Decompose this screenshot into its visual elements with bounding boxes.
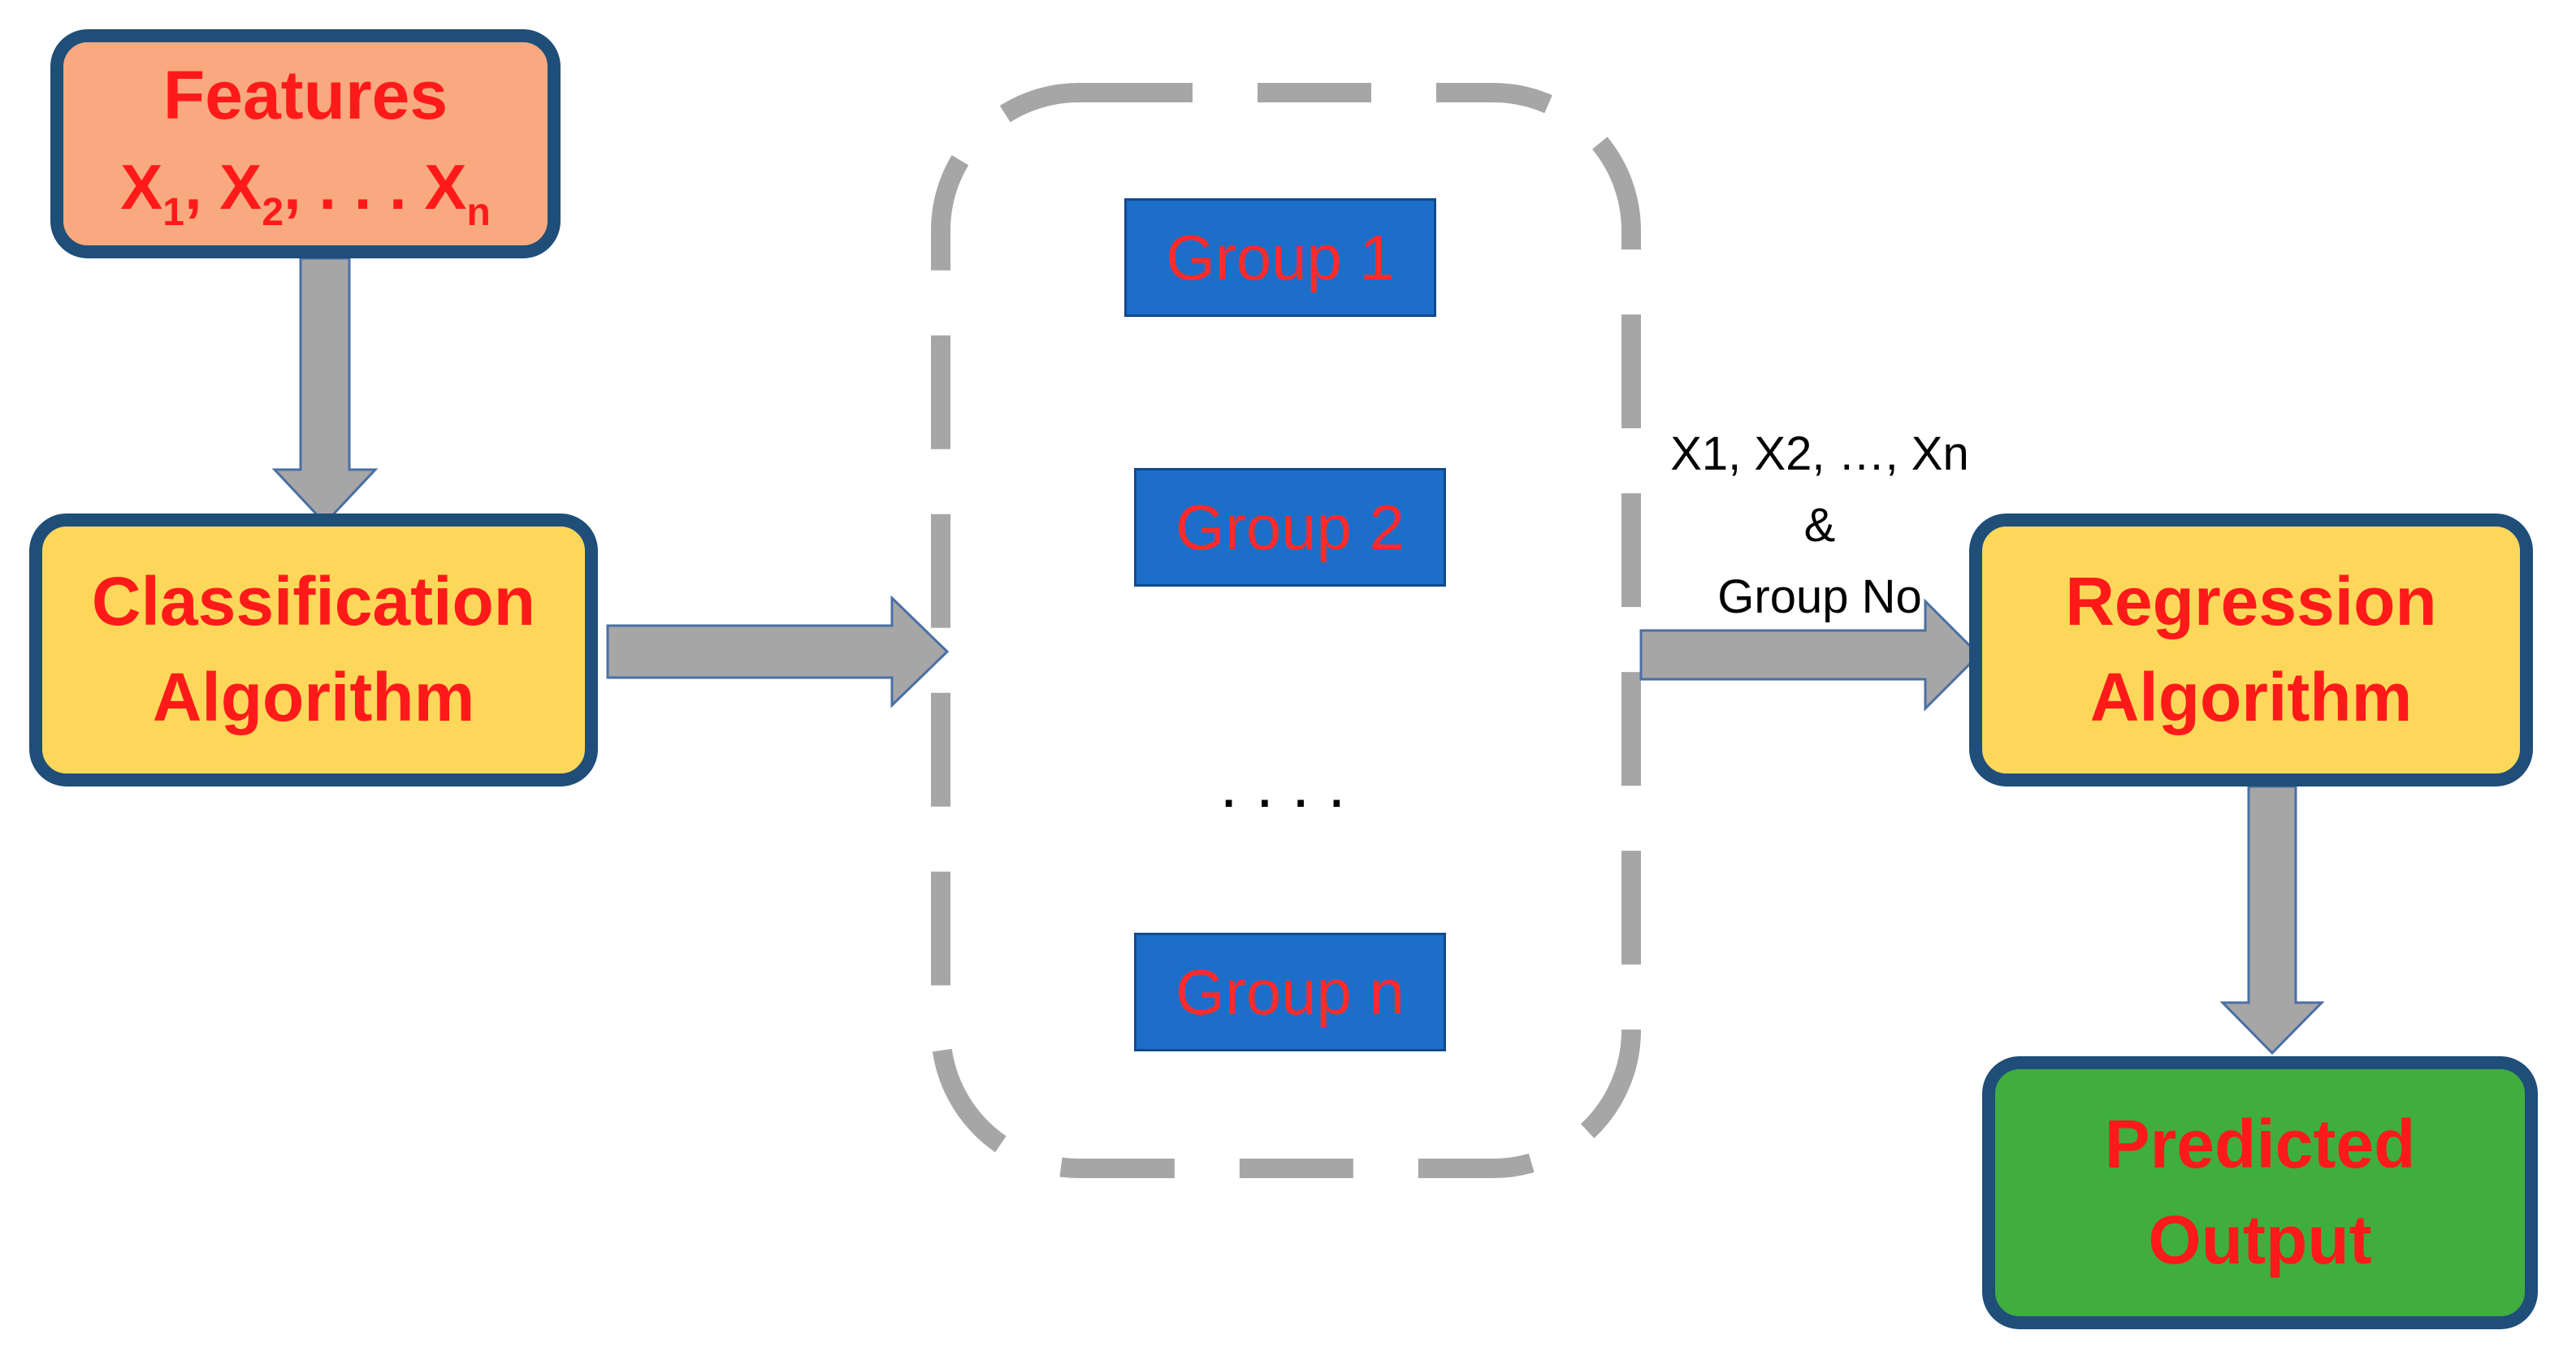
features-variables: X1, X2, . . . Xn (120, 151, 491, 235)
regression-algorithm-node: Regression Algorithm (1969, 514, 2533, 786)
regression-line2: Algorithm (2089, 659, 2413, 735)
group-2-box: Group 2 (1134, 468, 1446, 587)
arrow-groups-to-regression (1639, 598, 1981, 712)
groups-container (931, 83, 1641, 1178)
features-node: Features X1, X2, . . . Xn (50, 29, 561, 258)
group-n-box: Group n (1134, 933, 1446, 1051)
classification-line1: Classification (91, 563, 536, 640)
arrow-features-to-classification (271, 257, 379, 526)
output-line2: Output (2148, 1202, 2372, 1278)
arrow-classification-to-groups (606, 595, 950, 708)
var-x1: X1 (120, 151, 184, 235)
edge-label-inputs: X1, X2, …, Xn & Group No (1629, 418, 2011, 633)
features-ellipsis: . . . (318, 151, 407, 223)
var-xn: Xn (424, 151, 491, 235)
edge-label-line2: & (1803, 499, 1836, 552)
features-title: Features (162, 56, 448, 133)
var-x2: X2 (219, 151, 284, 235)
edge-label-line3: Group No (1717, 570, 1922, 623)
predicted-output-node: Predicted Output (1982, 1056, 2538, 1329)
classification-line2: Algorithm (152, 659, 475, 735)
classification-algorithm-node: Classification Algorithm (29, 514, 598, 786)
group-1-box: Group 1 (1124, 198, 1436, 317)
groups-ellipsis: .... (1219, 748, 1364, 821)
arrow-regression-to-output (2219, 785, 2325, 1055)
output-line1: Predicted (2104, 1106, 2416, 1183)
regression-line1: Regression (2065, 563, 2437, 640)
edge-label-line1: X1, X2, …, Xn (1670, 427, 1969, 480)
